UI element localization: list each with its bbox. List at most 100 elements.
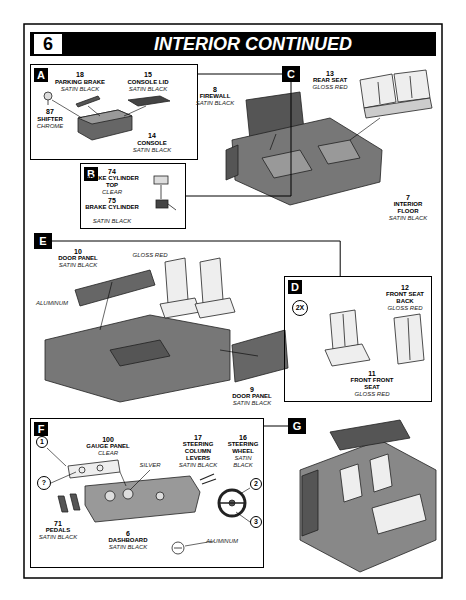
front-seat: [343, 314, 345, 346]
interior-floor: [226, 145, 238, 180]
front-seat: [330, 310, 358, 350]
leader-line: [52, 100, 82, 118]
paint-color: GLOSS RED: [350, 391, 394, 398]
front-seat: [325, 344, 370, 366]
paint-color: GLOSS RED: [305, 84, 355, 91]
part-name: DOOR PANEL: [53, 255, 103, 262]
interior-assembly: [340, 454, 392, 502]
part-number: 17: [183, 434, 213, 442]
gauge-panel: [68, 460, 120, 478]
brake-cylinder-top: [154, 176, 168, 184]
leader-line: [350, 118, 380, 140]
front-seat: [195, 298, 235, 318]
paint-color: SATIN BLACK: [124, 147, 180, 154]
part-name: BRAKE CYLINDER: [85, 204, 139, 211]
part-number: 71: [43, 520, 73, 528]
pedals: [70, 494, 80, 510]
step-connector: [264, 426, 288, 427]
pedals: [58, 494, 80, 512]
part-number: 13: [315, 70, 345, 78]
leader-line: [51, 472, 76, 483]
steering-column-levers: [200, 474, 216, 484]
leader-line: [88, 106, 100, 116]
step-letter: C: [282, 66, 300, 82]
leader-line: [100, 282, 258, 356]
rear-seat: [364, 98, 432, 118]
part-number: 12: [390, 284, 420, 292]
part-number: 15: [128, 71, 168, 79]
detail-icon: [172, 542, 184, 554]
paint-color: SATIN BLACK: [383, 215, 433, 222]
console-lid: [128, 96, 170, 106]
part-name: CONSOLE: [127, 140, 177, 147]
console-lid: [128, 96, 170, 106]
step-connector: [198, 74, 282, 75]
brake-cylinder: [161, 185, 162, 199]
paint-color: SATIN BLACK: [50, 262, 106, 269]
steering-wheel: [219, 490, 245, 516]
part-number: 8: [200, 86, 230, 94]
leader-line: [100, 282, 112, 330]
front-seat: [160, 298, 200, 318]
steering-wheel: [219, 502, 245, 504]
part-number: 100: [93, 436, 123, 444]
part-number: 7: [393, 194, 423, 202]
front-seat: [200, 258, 223, 304]
rear-seat: [360, 70, 432, 118]
paint-color: SATIN BLACK: [120, 86, 176, 93]
paint-color: ALUMINUM: [202, 538, 242, 545]
part-name: BRAKE CYLINDER TOP: [85, 175, 139, 189]
leader-line: [47, 448, 66, 466]
step-tag: E: [34, 233, 52, 249]
part-name: DASHBOARD: [103, 537, 153, 544]
paint-color: SATIN BLACK: [175, 462, 221, 469]
part-name: FIREWALL: [190, 93, 240, 100]
dashboard: [105, 491, 115, 501]
callout-number: 3: [250, 516, 262, 528]
brake-cylinder: [156, 200, 168, 208]
paint-color: SATIN BLACK: [85, 218, 139, 225]
paint-color: SILVER: [132, 462, 168, 469]
part-name: INTERIOR FLOOR: [388, 201, 428, 215]
brake-cylinder: [156, 185, 176, 210]
gauge-panel: [97, 465, 103, 471]
part-number: 74: [97, 168, 127, 176]
part-name: FRONT FRONT SEAT: [350, 377, 394, 391]
interior-floor: [110, 340, 170, 366]
door-panel: [75, 270, 155, 306]
leader-line: [240, 488, 250, 494]
callout-number: 2: [250, 478, 262, 490]
rear-seat: [410, 76, 412, 98]
dashboard: [85, 476, 200, 522]
rear-seat: [360, 74, 396, 108]
detail-icon: [174, 548, 182, 549]
interior-assembly: [372, 494, 426, 534]
header-band: [30, 32, 436, 56]
paint-color: GLOSS RED: [382, 305, 428, 312]
steering-wheel: [219, 490, 245, 516]
part-name: REAR SEAT: [305, 77, 355, 84]
step-letter: D: [288, 280, 302, 294]
step-panel: A: [30, 64, 198, 160]
paint-color: SATIN BLACK: [224, 400, 280, 407]
step-letter: G: [288, 418, 306, 434]
interior-floor: [45, 315, 230, 402]
step-connector: [52, 241, 340, 276]
step-tag: G: [288, 418, 306, 434]
page-title: INTERIOR CONTINUED: [70, 34, 436, 54]
frame: [24, 24, 442, 578]
callout-number: ?: [37, 476, 51, 490]
leader-line: [270, 118, 380, 150]
leader-line: [130, 470, 150, 490]
part-number: 9: [237, 386, 267, 394]
paint-color: SATIN BLACK: [30, 534, 86, 541]
pedals: [58, 496, 68, 512]
part-number: 18: [50, 71, 110, 79]
brake-cylinder-top: [154, 176, 168, 184]
front-seat-back: [394, 314, 424, 364]
part-number: 16: [228, 434, 258, 442]
interior-floor: [262, 140, 360, 178]
interior-floor: [232, 118, 382, 205]
callout-number: 2X: [292, 300, 308, 316]
